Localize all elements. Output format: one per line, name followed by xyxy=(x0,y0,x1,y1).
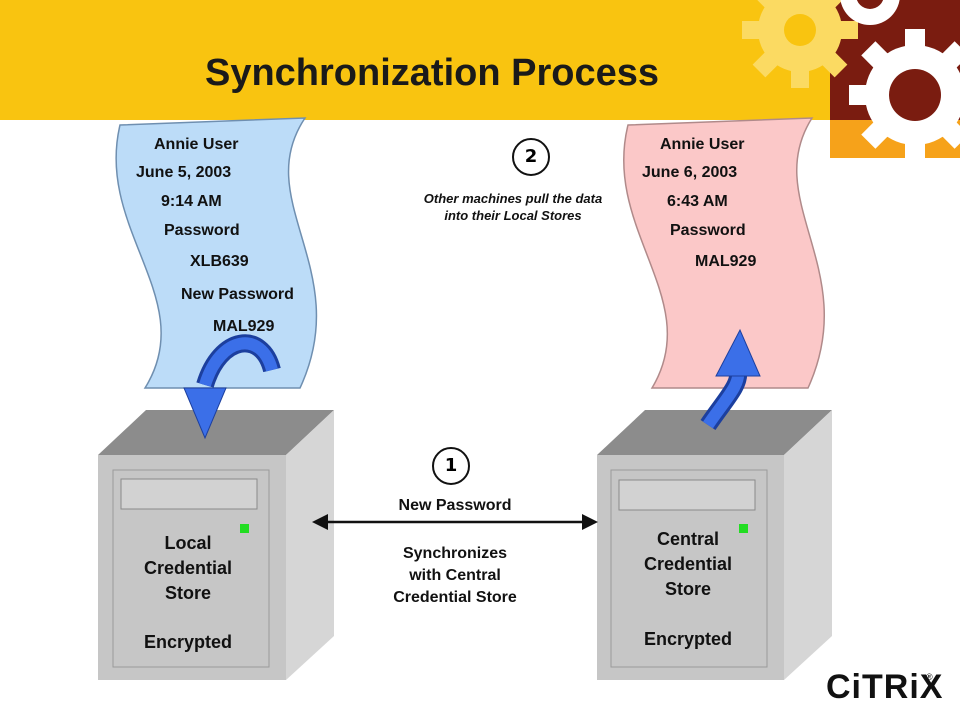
page-title: Synchronization Process xyxy=(204,52,659,94)
step-1-description: Synchronizes with Central Credential Sto… xyxy=(355,543,555,609)
step-2-badge: 2 xyxy=(512,138,550,176)
step-1-line-2: with Central xyxy=(409,567,501,584)
left-server-status: Encrypted xyxy=(143,632,233,652)
right-doc-user: Annie User xyxy=(660,136,745,153)
step-2-line-1: Other machines pull the data xyxy=(423,191,603,206)
step-1-line-1: Synchronizes xyxy=(402,545,508,562)
citrix-logo: CiTRiX xyxy=(826,668,944,706)
status-led xyxy=(240,524,249,533)
right-doc-date: June 6, 2003 xyxy=(642,164,738,181)
step-1-heading: New Password xyxy=(398,497,512,514)
right-pull-arrow xyxy=(700,328,761,431)
left-doc-date: June 5, 2003 xyxy=(136,164,232,181)
left-server-line-1: Local xyxy=(164,533,212,553)
step-1-badge: 1 xyxy=(432,447,470,485)
right-server xyxy=(597,410,832,680)
left-server xyxy=(98,410,334,680)
status-led xyxy=(739,524,748,533)
gear-icon xyxy=(849,29,960,161)
step-2-line-2: into their Local Stores xyxy=(444,208,582,223)
left-document-shape xyxy=(115,117,318,389)
step-2-description: Other machines pull the data into their … xyxy=(382,190,644,224)
left-server-label: Local Credential Store xyxy=(114,531,262,606)
left-doc-time: 9:14 AM xyxy=(161,193,222,210)
left-doc-password-value: XLB639 xyxy=(190,253,249,270)
left-server-line-2: Credential xyxy=(143,558,233,578)
right-server-line-2: Credential xyxy=(643,554,733,574)
right-server-label: Central Credential Store xyxy=(614,527,762,602)
right-server-line-1: Central xyxy=(656,529,719,549)
left-doc-user: Annie User xyxy=(154,136,239,153)
right-document-shape xyxy=(622,117,826,389)
left-doc-new-password-value: MAL929 xyxy=(213,318,275,335)
gear-icon xyxy=(840,0,900,25)
left-sync-arrow xyxy=(183,334,281,440)
right-doc-password-label: Password xyxy=(670,222,746,239)
right-doc-time: 6:43 AM xyxy=(667,193,728,210)
sync-connector-arrow xyxy=(312,514,598,530)
left-server-line-3: Store xyxy=(164,583,211,603)
registered-mark: ® xyxy=(926,672,933,682)
right-server-line-3: Store xyxy=(664,579,711,599)
left-doc-password-label: Password xyxy=(164,222,240,239)
left-doc-new-password-label: New Password xyxy=(181,286,294,303)
step-1-line-3: Credential Store xyxy=(393,589,517,606)
right-server-status: Encrypted xyxy=(643,629,733,649)
right-doc-password-value: MAL929 xyxy=(695,253,757,270)
gear-icon xyxy=(742,0,858,88)
